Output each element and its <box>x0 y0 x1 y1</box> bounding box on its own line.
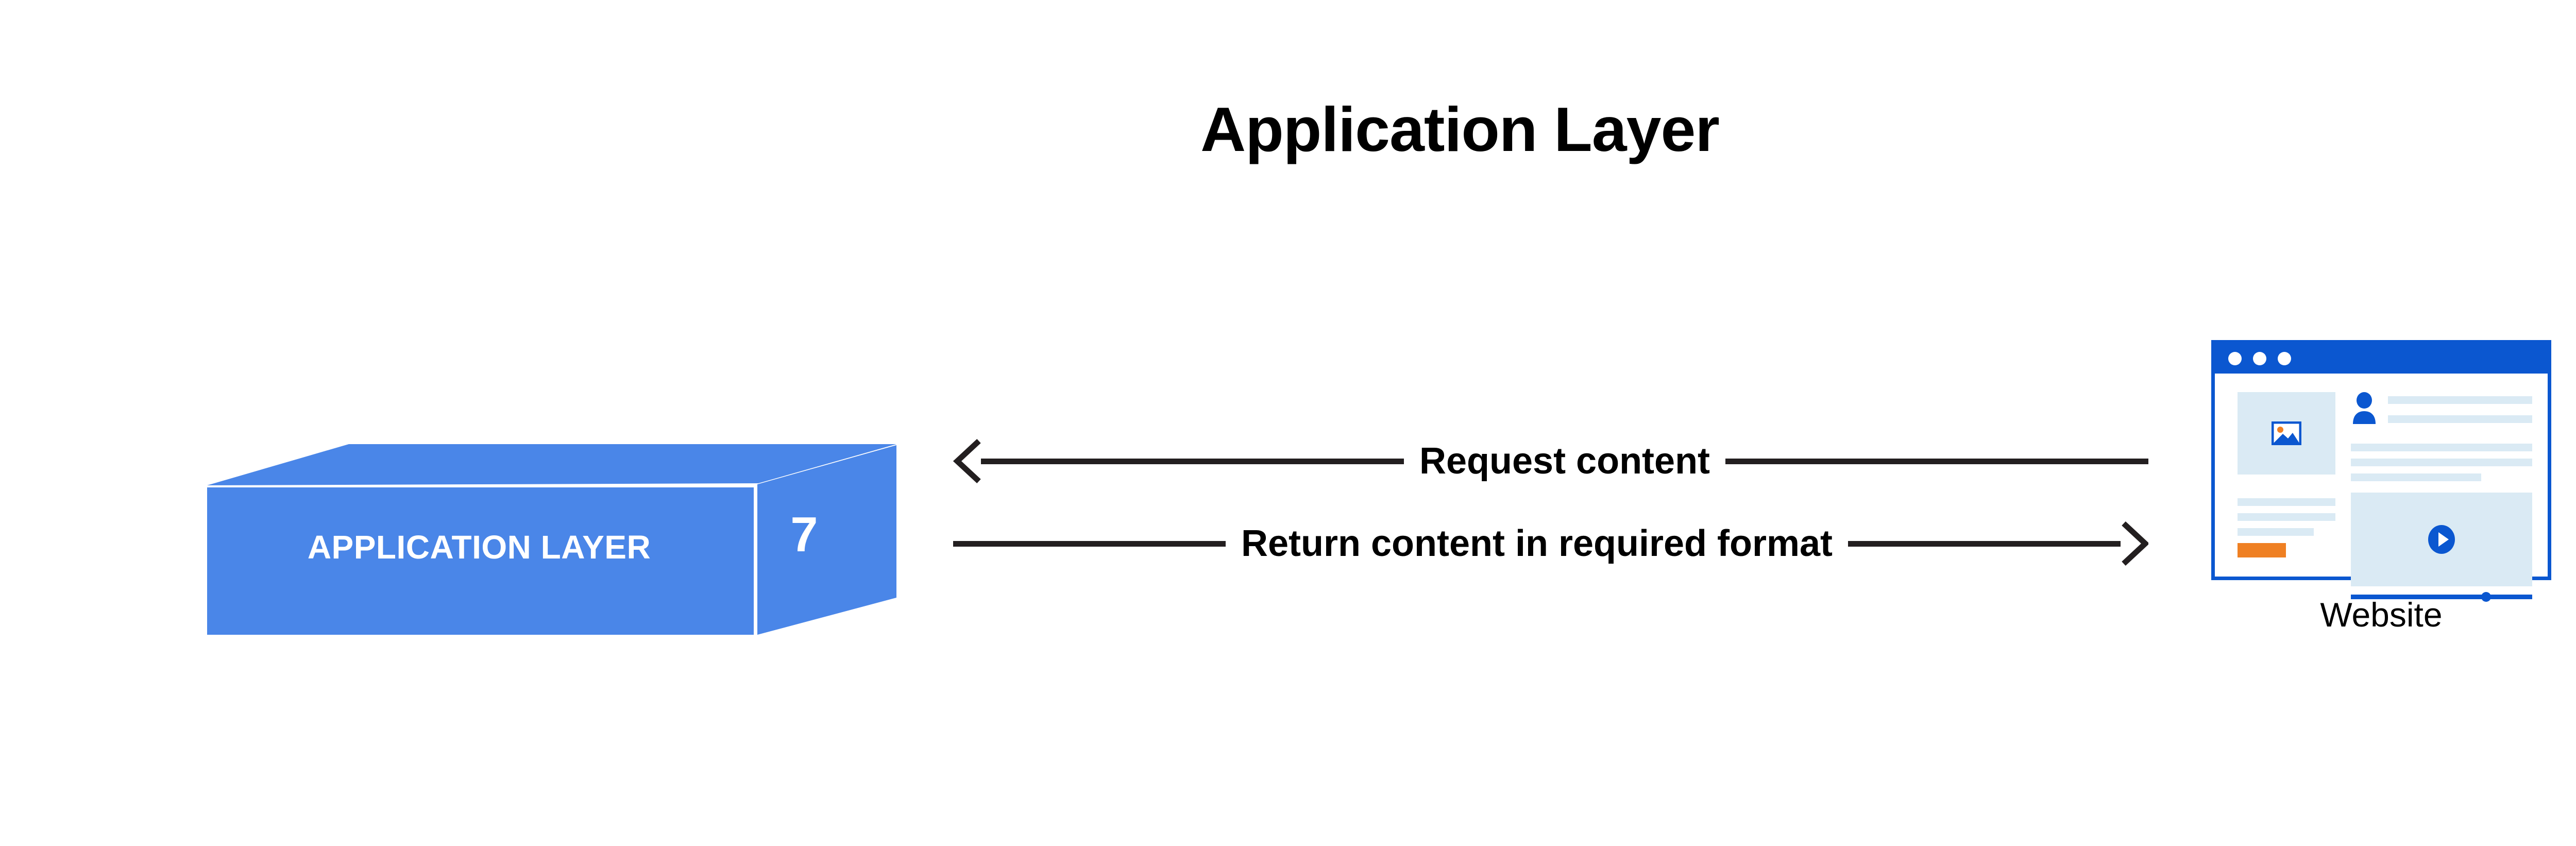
profile-block <box>2351 392 2532 434</box>
text-line-placeholder <box>2238 513 2335 521</box>
text-line-placeholder <box>2351 473 2482 481</box>
window-dot-maximize-icon <box>2278 352 2291 365</box>
text-line-placeholder <box>2238 498 2335 506</box>
flow-row-return: Return content in required format <box>953 515 2148 572</box>
flow-line-right-request <box>1725 458 2149 464</box>
text-line-placeholder <box>2388 396 2532 404</box>
box-right-face <box>757 445 896 635</box>
image-placeholder-icon <box>2272 421 2301 445</box>
arrow-right-icon <box>2122 521 2148 566</box>
flow-row-request: Request content <box>953 433 2149 489</box>
arrow-left-icon <box>953 438 981 484</box>
flow-label-return: Return content in required format <box>1241 523 1833 564</box>
video-progress-bar[interactable] <box>2351 592 2532 602</box>
application-layer-box <box>196 443 896 639</box>
content-column-left <box>2238 392 2335 566</box>
website-caption: Website <box>2320 596 2443 634</box>
video-placeholder-block[interactable] <box>2351 493 2532 586</box>
text-line-placeholder <box>2238 528 2314 536</box>
person-avatar-icon <box>2353 392 2376 424</box>
profile-text-lines <box>2388 392 2532 434</box>
text-line-placeholder <box>2351 459 2532 466</box>
cta-button[interactable] <box>2238 543 2286 557</box>
flow-line-left-return <box>953 540 1226 547</box>
browser-content <box>2215 374 2548 602</box>
page-title: Application Layer <box>1200 94 1720 164</box>
play-button-icon[interactable] <box>2427 524 2456 554</box>
progress-knob[interactable] <box>2481 592 2492 602</box>
flow-line-left-request <box>981 458 1404 464</box>
box-front-face <box>207 487 754 635</box>
browser-titlebar <box>2215 344 2548 374</box>
image-placeholder-block <box>2238 392 2335 475</box>
website-illustration: Website <box>2211 340 2554 649</box>
box-top-face <box>207 444 896 485</box>
flow-line-right-return <box>1848 540 2121 547</box>
flow-arrows-group: Request content Return content in requir… <box>953 433 2149 587</box>
window-dot-minimize-icon <box>2253 352 2266 365</box>
window-dot-close-icon <box>2228 352 2242 365</box>
flow-label-request: Request content <box>1419 441 1710 482</box>
browser-window <box>2211 340 2551 602</box>
text-line-placeholder <box>2388 415 2532 423</box>
content-column-right <box>2351 392 2532 602</box>
text-line-placeholder <box>2351 444 2532 451</box>
layer-box-svg <box>207 444 896 635</box>
